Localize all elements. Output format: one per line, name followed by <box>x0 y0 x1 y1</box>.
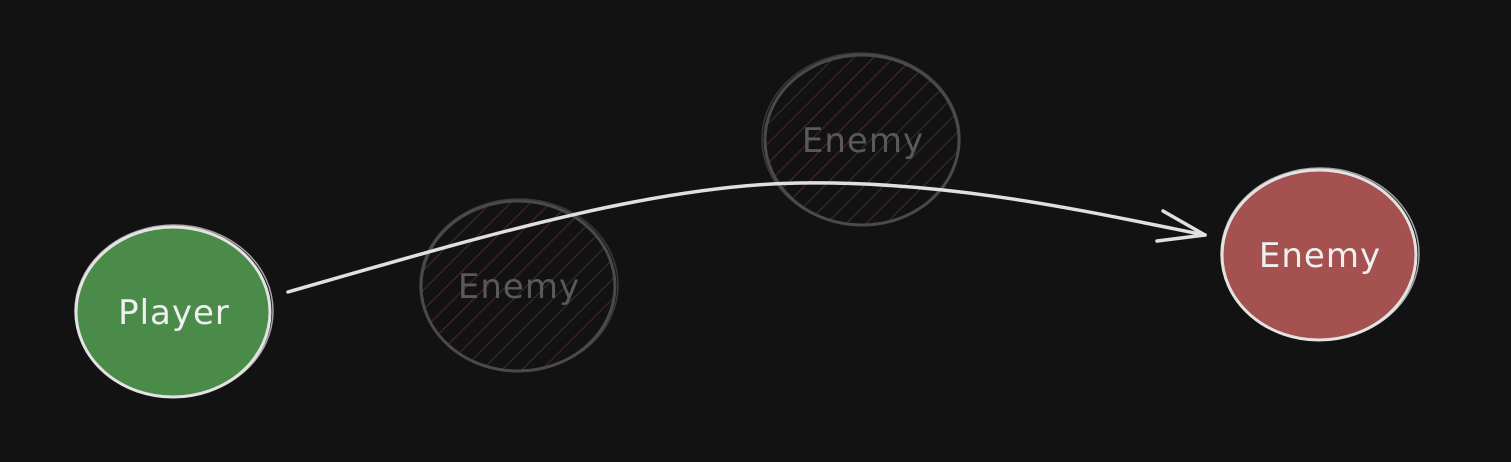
enemy-label: Enemy <box>1259 236 1381 276</box>
ghost-enemy-node-1: Enemy <box>419 198 619 373</box>
player-node: Player <box>74 224 274 399</box>
enemy-node: Enemy <box>1220 167 1420 342</box>
arrowhead-icon <box>1155 209 1207 243</box>
player-label: Player <box>118 293 230 333</box>
ghost-enemy-node-2: Enemy <box>761 52 961 227</box>
attack-arrow <box>286 181 1207 294</box>
ghost-enemy-label-2: Enemy <box>802 121 924 161</box>
ghost-enemy-label-1: Enemy <box>458 267 580 307</box>
